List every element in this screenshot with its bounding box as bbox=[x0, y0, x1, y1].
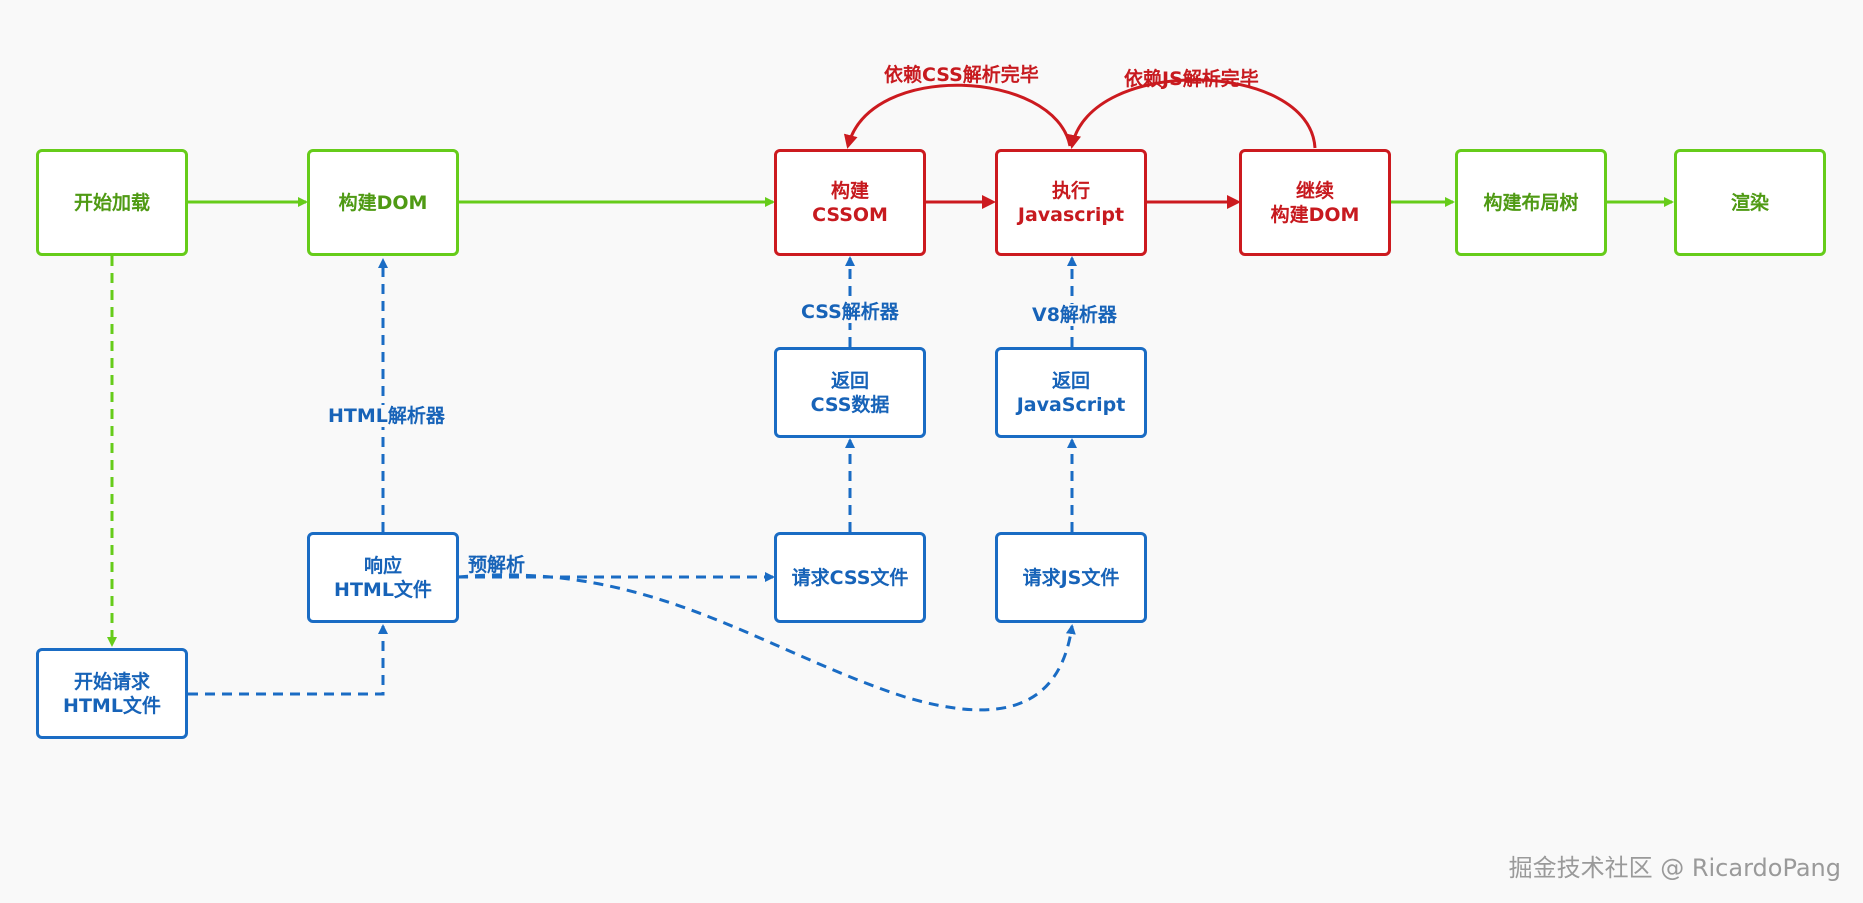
node-label: 构建布局树 bbox=[1483, 191, 1579, 214]
node-label: 请求JS文件 bbox=[1022, 566, 1120, 589]
label-depends-js: 依赖JS解析完毕 bbox=[1124, 68, 1259, 90]
node-label: 构建DOM bbox=[338, 191, 428, 214]
node-label-line1: 响应 bbox=[363, 554, 402, 577]
node-return-css: 返回 CSS数据 bbox=[774, 347, 926, 438]
label-preparse: 预解析 bbox=[468, 554, 526, 576]
node-label: 开始加载 bbox=[73, 191, 150, 214]
node-render: 渲染 bbox=[1674, 149, 1826, 256]
node-label-line1: 执行 bbox=[1051, 179, 1090, 202]
node-request-html: 开始请求 HTML文件 bbox=[36, 648, 188, 739]
node-request-css: 请求CSS文件 bbox=[774, 532, 926, 623]
node-build-cssom: 构建 CSSOM bbox=[774, 149, 926, 256]
node-label: 渲染 bbox=[1730, 191, 1769, 214]
node-label-line2: CSSOM bbox=[812, 203, 888, 226]
label-css-parser: CSS解析器 bbox=[801, 301, 899, 323]
node-label-line1: 开始请求 bbox=[73, 670, 150, 693]
watermark: 掘金技术社区 @ RicardoPang bbox=[1508, 854, 1841, 882]
node-label-line1: 构建 bbox=[830, 179, 869, 202]
node-label-line2: 构建DOM bbox=[1270, 203, 1360, 226]
node-build-dom: 构建DOM bbox=[307, 149, 459, 256]
node-response-html: 响应 HTML文件 bbox=[307, 532, 459, 623]
edge-depends-css bbox=[843, 83, 1072, 149]
node-label: 请求CSS文件 bbox=[791, 566, 909, 589]
label-html-parser: HTML解析器 bbox=[328, 405, 445, 427]
node-continue-dom: 继续 构建DOM bbox=[1239, 149, 1391, 256]
node-request-js: 请求JS文件 bbox=[995, 532, 1147, 623]
label-v8-parser: V8解析器 bbox=[1032, 304, 1117, 326]
node-start-load: 开始加载 bbox=[36, 149, 188, 256]
node-return-js: 返回 JavaScript bbox=[995, 347, 1147, 438]
node-label-line1: 返回 bbox=[1051, 369, 1090, 392]
node-build-layout: 构建布局树 bbox=[1455, 149, 1607, 256]
node-label-line2: Javascript bbox=[1017, 203, 1125, 226]
node-label-line2: JavaScript bbox=[1016, 393, 1126, 416]
node-label-line1: 返回 bbox=[830, 369, 869, 392]
edge-preparse-to-js bbox=[457, 573, 1076, 712]
node-label-line2: CSS数据 bbox=[810, 393, 890, 416]
edge-request-to-response bbox=[188, 624, 388, 696]
edge-depends-js bbox=[1067, 78, 1317, 149]
node-label-line2: HTML文件 bbox=[334, 578, 432, 601]
label-depends-css: 依赖CSS解析完毕 bbox=[884, 64, 1039, 86]
node-label-line2: HTML文件 bbox=[63, 694, 161, 717]
node-label-line1: 继续 bbox=[1295, 179, 1334, 202]
node-exec-js: 执行 Javascript bbox=[995, 149, 1147, 256]
